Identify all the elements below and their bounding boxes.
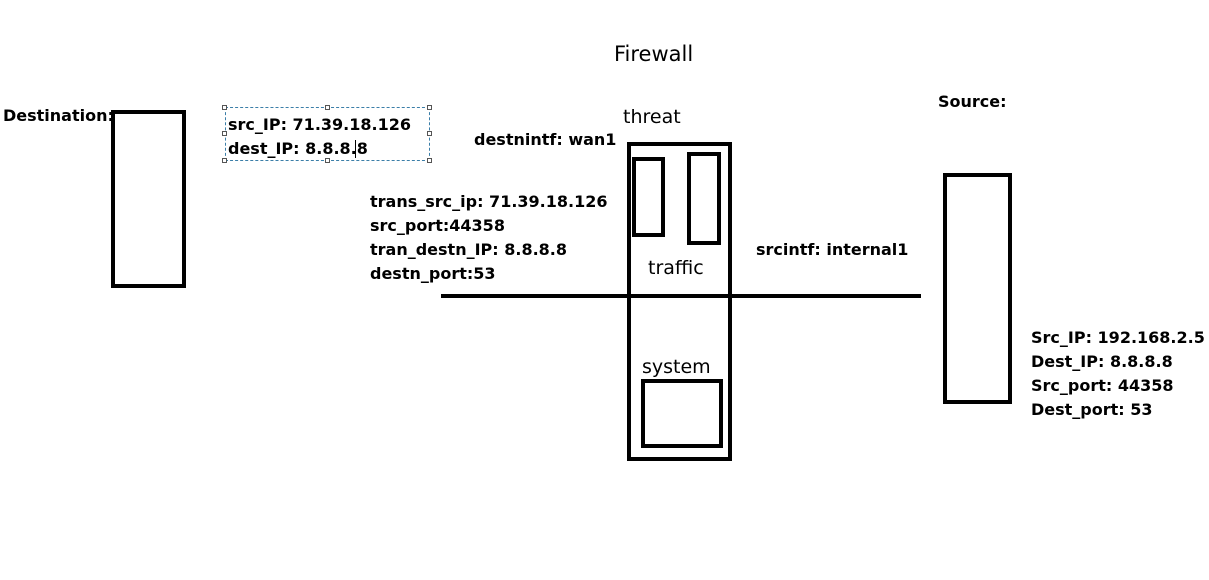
source-src-ip: Src_IP: 192.168.2.5 [1031, 328, 1205, 347]
resize-handle-ml[interactable] [222, 131, 227, 136]
traffic-label: traffic [648, 257, 704, 279]
resize-handle-tl[interactable] [222, 105, 227, 110]
resize-handle-tr[interactable] [427, 105, 432, 110]
selected-src-ip: src_IP: 71.39.18.126 [228, 115, 411, 134]
translation-block: trans_src_ip: 71.39.18.126 src_port:4435… [370, 190, 607, 286]
firewall-box [627, 142, 732, 461]
resize-handle-tm[interactable] [325, 105, 330, 110]
destination-box [111, 110, 186, 288]
resize-handle-bl[interactable] [222, 158, 227, 163]
trans-destn-port: destn_port:53 [370, 264, 496, 283]
selected-dest-ip: dest_IP: 8.8.8.8 [228, 139, 368, 158]
system-label: system [642, 356, 711, 378]
threat-slot-left [632, 157, 665, 237]
selected-text-content[interactable]: src_IP: 71.39.18.126 dest_IP: 8.8.8.8 [228, 113, 411, 161]
source-dest-port: Dest_port: 53 [1031, 400, 1153, 419]
trans-destn-ip: tran_destn_IP: 8.8.8.8 [370, 240, 568, 259]
source-box [943, 173, 1012, 404]
threat-slot-right [687, 152, 721, 245]
resize-handle-mr[interactable] [427, 131, 432, 136]
text-caret [355, 140, 356, 158]
source-fields: Src_IP: 192.168.2.5 Dest_IP: 8.8.8.8 Src… [1031, 326, 1205, 422]
srcintf-label: srcintf: internal1 [756, 240, 909, 259]
system-box [641, 379, 723, 448]
source-src-port: Src_port: 44358 [1031, 376, 1174, 395]
destination-label: Destination: [3, 106, 114, 125]
trans-src-ip: trans_src_ip: 71.39.18.126 [370, 192, 608, 211]
diagram-title: Firewall [614, 42, 694, 66]
connection-line [441, 294, 921, 298]
trans-src-port: src_port:44358 [370, 216, 505, 235]
threat-label: threat [623, 106, 681, 128]
destnintf-label: destnintf: wan1 [474, 130, 617, 149]
source-dest-ip: Dest_IP: 8.8.8.8 [1031, 352, 1173, 371]
source-label: Source: [938, 92, 1007, 111]
resize-handle-br[interactable] [427, 158, 432, 163]
resize-handle-bm[interactable] [325, 158, 330, 163]
